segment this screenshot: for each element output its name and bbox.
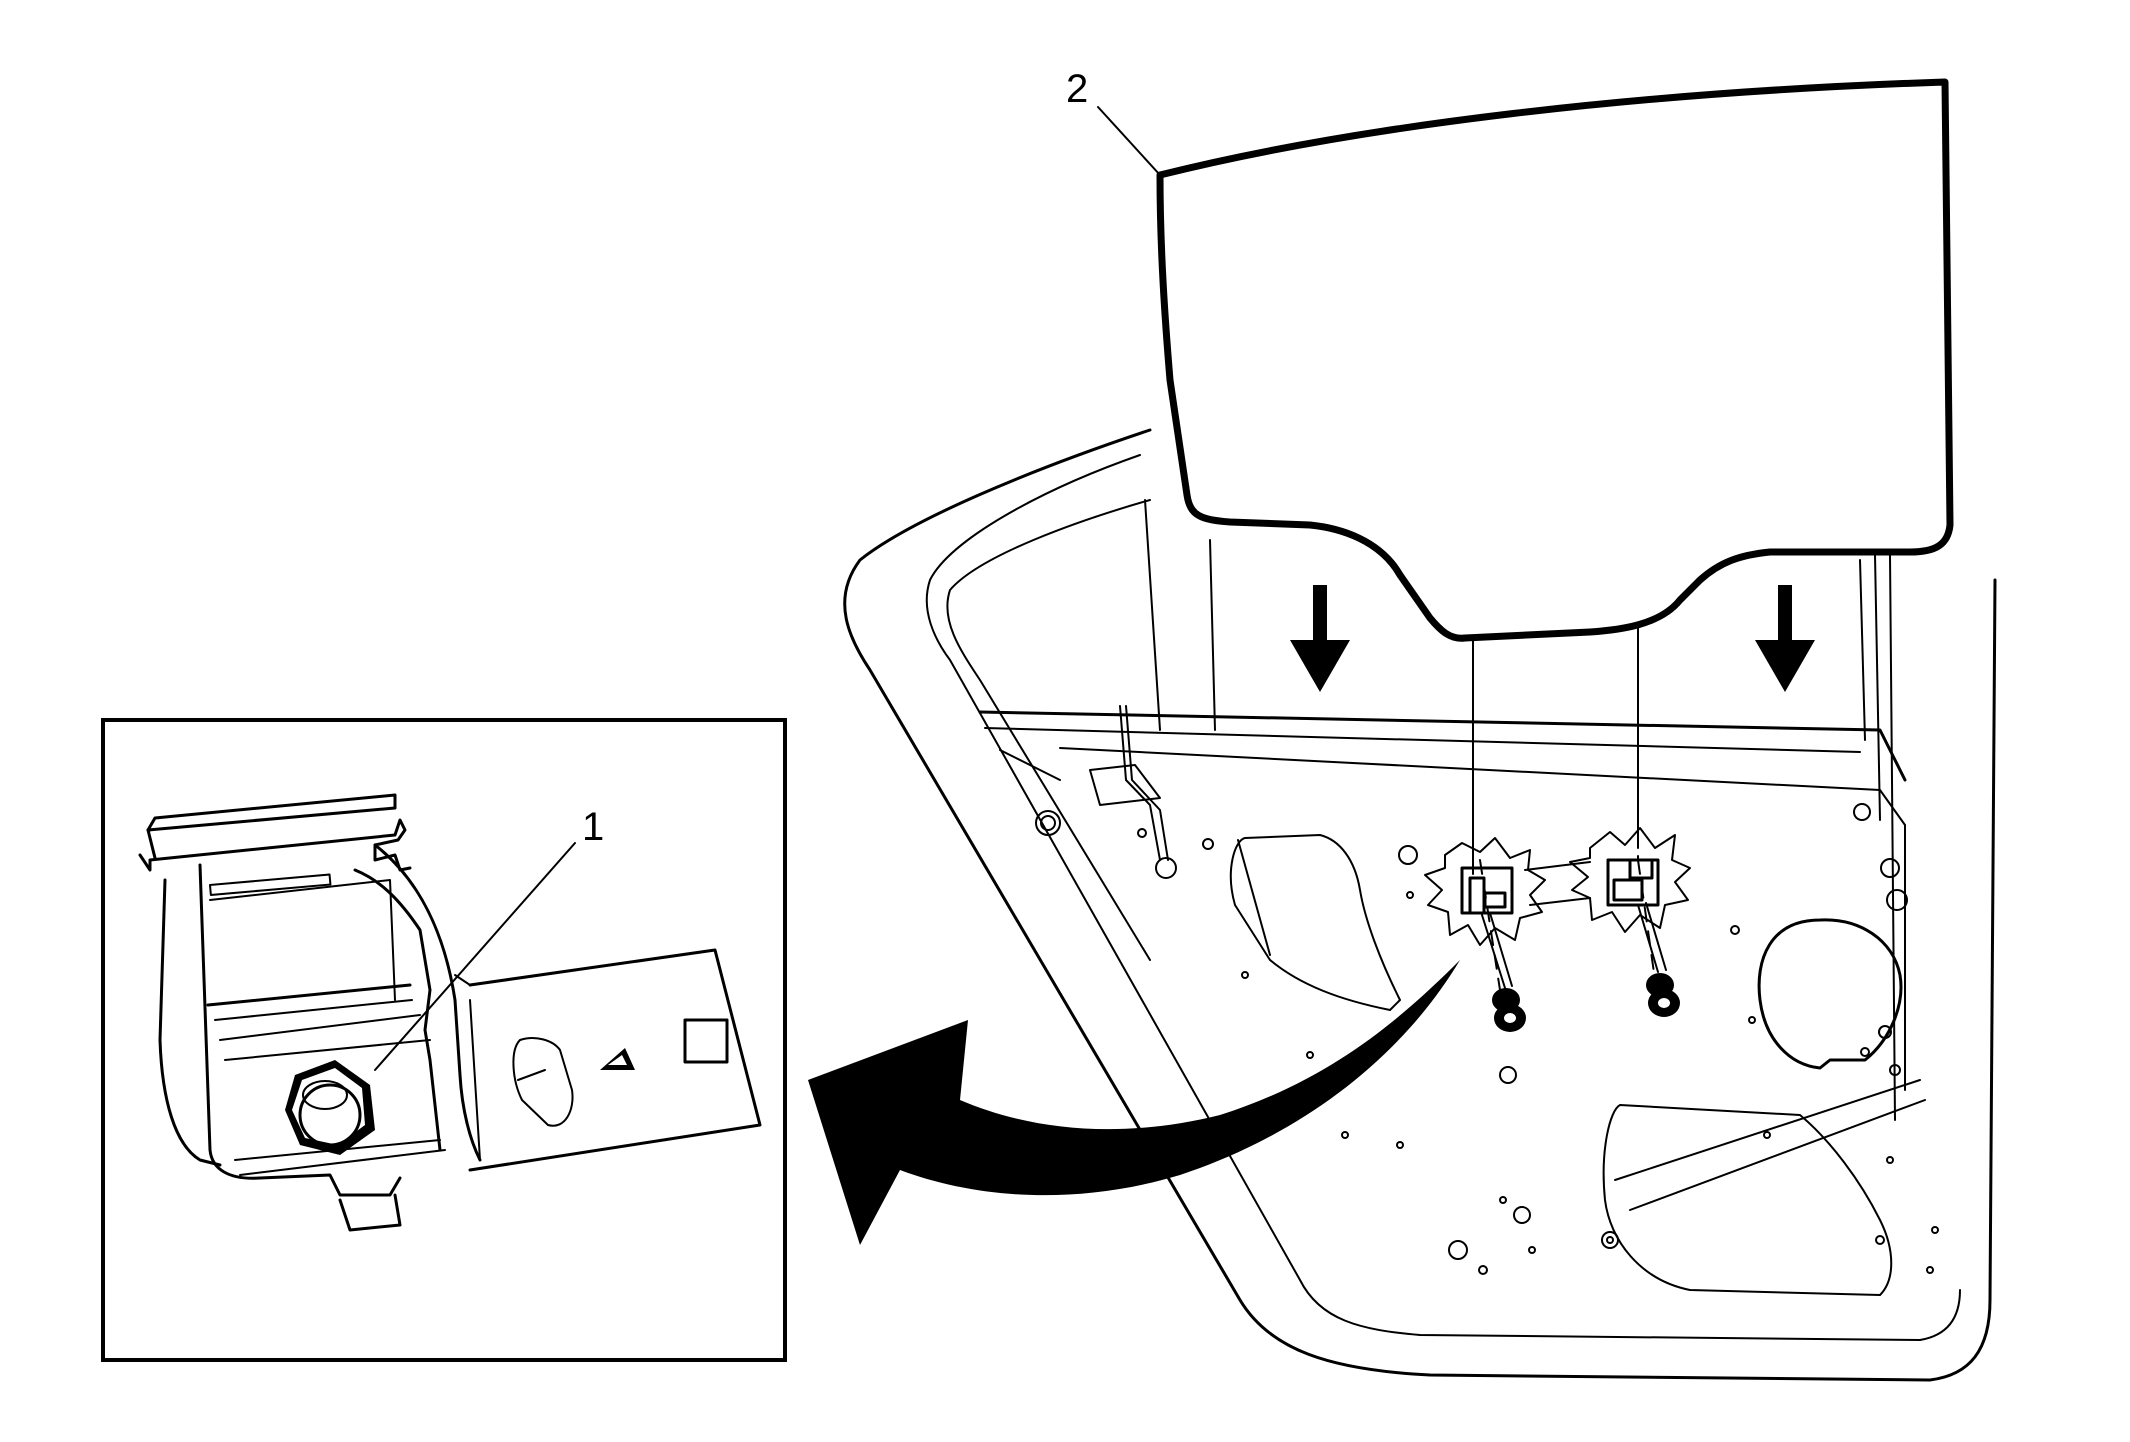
curved-arrow-icon (808, 960, 1460, 1245)
callout-label-2: 2 (1066, 67, 1088, 111)
bolt-right (1637, 902, 1680, 1017)
inner-panel (1035, 705, 1939, 1296)
regulator-clamp-right (1569, 827, 1691, 933)
down-arrow-icon (1755, 585, 1815, 692)
detail-inset (101, 718, 787, 1362)
regulator-clamp-left (1424, 837, 1546, 946)
callout-2-leader (1097, 106, 1161, 176)
bolt-guide-dashed-left (1479, 859, 1501, 991)
regulator-rail (1524, 861, 1591, 906)
callout-1-leader (374, 842, 576, 1071)
down-arrow-icon (1290, 585, 1350, 692)
window-glass (1156, 78, 1954, 642)
door-frame (843, 428, 1997, 1382)
callout-label-1: 1 (582, 805, 604, 849)
bolt-left (1481, 912, 1526, 1032)
